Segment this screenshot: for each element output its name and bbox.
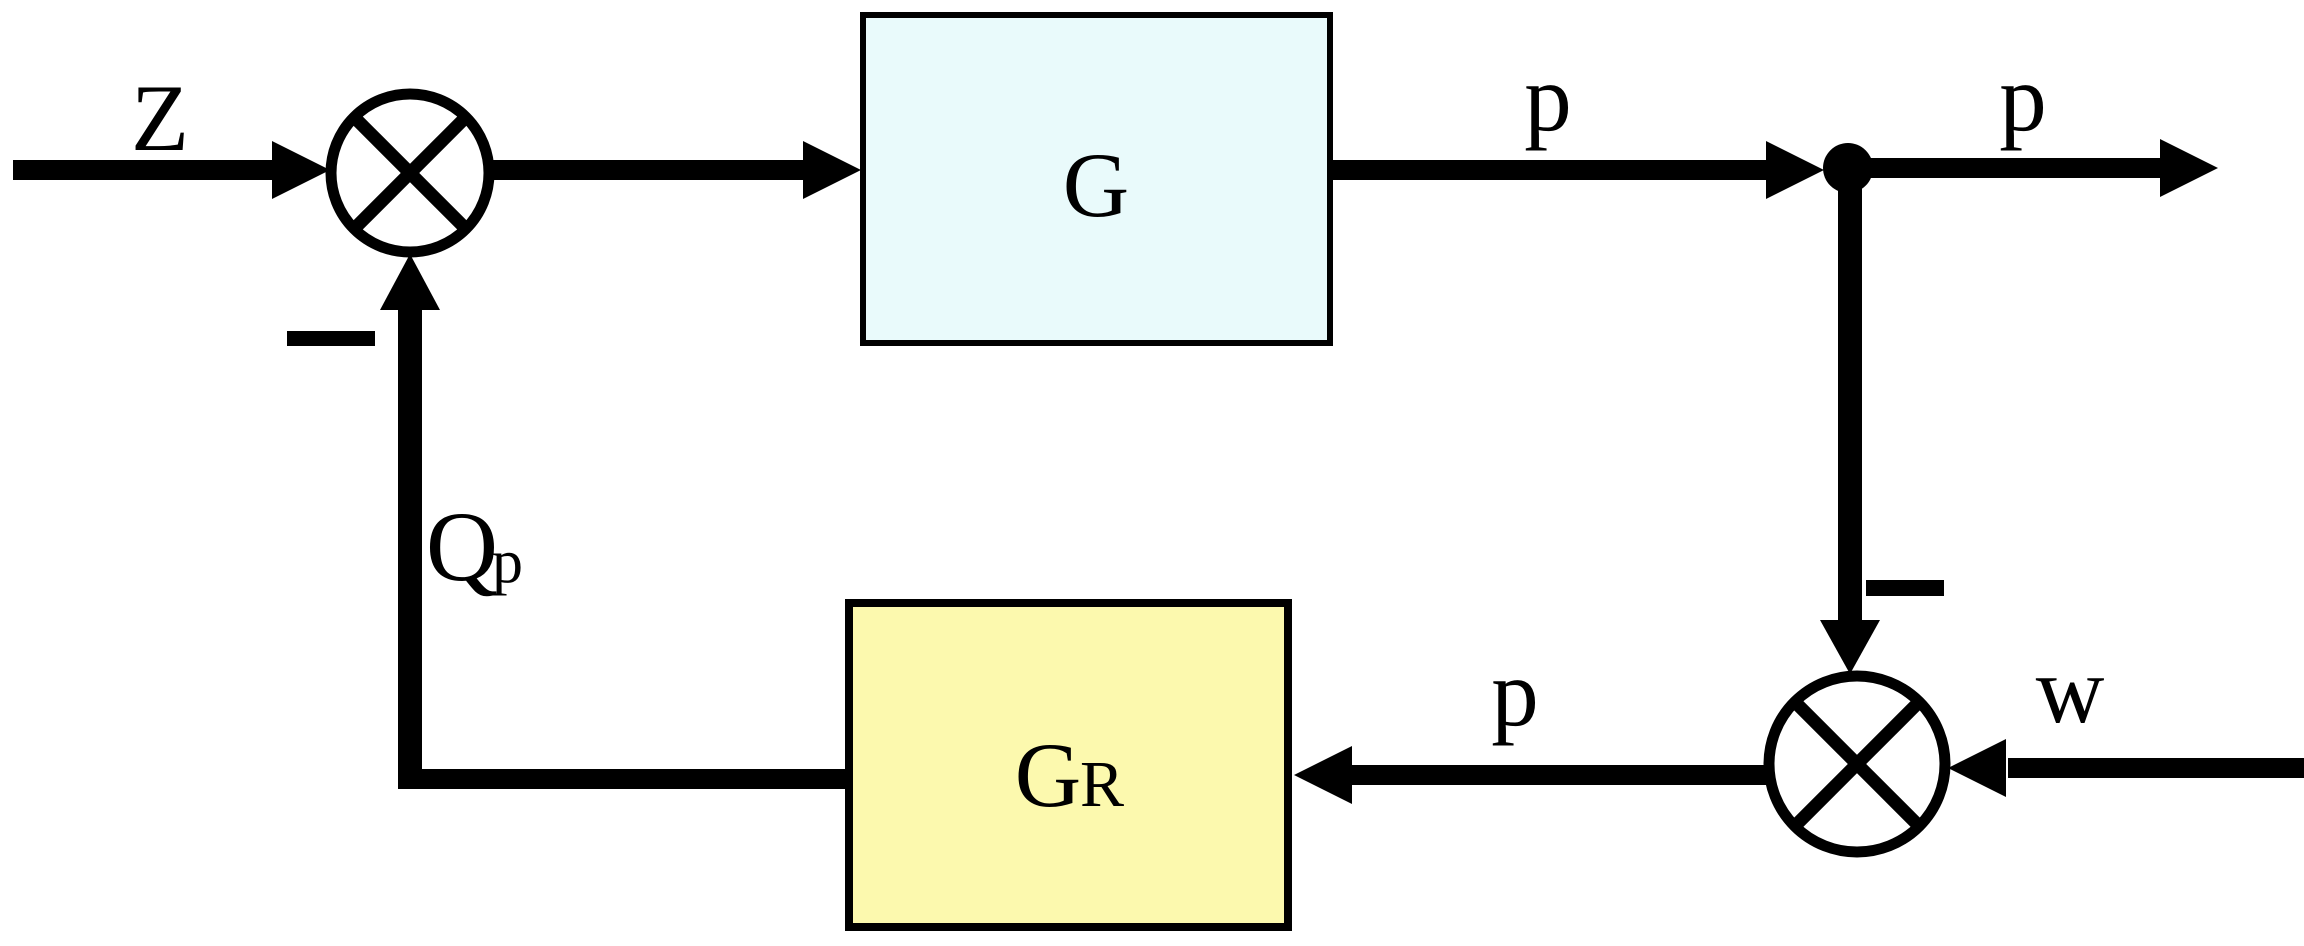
minus-sign-feedback — [287, 331, 375, 346]
sum2-cross-line-2 — [1790, 697, 1924, 831]
branch-drop-arrowhead — [1820, 620, 1880, 674]
controller-rect — [845, 599, 1292, 931]
system-output-label: p — [1999, 45, 2047, 151]
summing-junction-2 — [1763, 670, 1951, 858]
disturbance-arrowhead — [1948, 739, 2006, 797]
plant-input-arrowhead — [803, 141, 861, 199]
input-z-arrowhead — [272, 141, 330, 199]
feedback-label-main: Q — [426, 491, 498, 602]
measured-output-label: p — [1491, 640, 1539, 746]
controller-label-sub: R — [1080, 748, 1124, 821]
plant-rect — [860, 12, 1333, 346]
controller-block: G R — [845, 599, 1292, 931]
plant-block: G — [860, 12, 1333, 346]
minus-sign-branch — [1866, 580, 1944, 596]
input-z-label: Z — [131, 65, 189, 171]
plant-output-label: p — [1524, 45, 1572, 151]
feedback-arrowhead — [380, 254, 440, 310]
controller-label-main: G — [1015, 724, 1081, 826]
sum1-cross-line-2 — [350, 113, 470, 233]
controller-input-arrowhead — [1294, 746, 1352, 804]
disturbance-label: w — [2036, 637, 2105, 743]
plant-label: G — [1063, 134, 1129, 236]
summing-junction-1 — [325, 88, 495, 258]
branch-arrowhead — [1766, 141, 1824, 199]
feedback-label-sub: p — [492, 528, 523, 596]
system-output-arrowhead — [2160, 139, 2218, 197]
